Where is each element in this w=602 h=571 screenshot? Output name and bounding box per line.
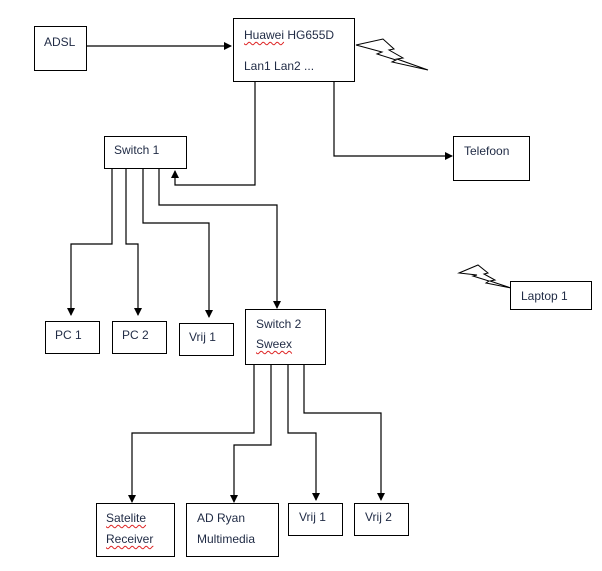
laptop1-label: Laptop 1 bbox=[521, 289, 568, 303]
adryan-label-2: Multimedia bbox=[197, 532, 256, 546]
vrij1-top-label: Vrij 1 bbox=[189, 330, 216, 344]
pc1-label: PC 1 bbox=[55, 328, 82, 342]
router-node: Huawei HG655D Lan1 Lan2 ... bbox=[233, 18, 355, 82]
telefoon-node: Telefoon bbox=[453, 136, 530, 181]
vrij1-bottom-node: Vrij 1 bbox=[288, 503, 343, 536]
vrij1-bottom-label: Vrij 1 bbox=[299, 510, 326, 524]
wire-switch2-vrij1 bbox=[287, 365, 320, 501]
pc2-node: PC 2 bbox=[112, 321, 167, 354]
router-ports: Lan1 Lan2 ... bbox=[244, 59, 315, 73]
laptop1-node: Laptop 1 bbox=[510, 281, 592, 310]
wire-switch1-pc2 bbox=[125, 168, 142, 316]
router-brand: Huawei bbox=[244, 28, 285, 42]
switch2-node: Switch 2 Sweex bbox=[245, 309, 326, 365]
adryan-label-1: AD Ryan bbox=[197, 511, 246, 525]
satelite-node: Satelite Receiver bbox=[96, 503, 175, 557]
wire-switch1-switch2 bbox=[158, 168, 281, 309]
vrij2-label: Vrij 2 bbox=[365, 510, 392, 524]
wireless-lightning-icon bbox=[457, 264, 512, 289]
satelite-label-1: Satelite bbox=[106, 511, 147, 525]
wire-router-telefoon bbox=[333, 81, 453, 160]
wireless-lightning-icon bbox=[355, 38, 429, 71]
telefoon-label: Telefoon bbox=[464, 144, 510, 158]
wire-switch1-pc1 bbox=[67, 168, 113, 316]
pc1-node: PC 1 bbox=[45, 321, 100, 354]
adsl-node: ADSL bbox=[34, 26, 87, 71]
switch1-label: Switch 1 bbox=[114, 143, 160, 157]
wire-switch2-vrij2 bbox=[303, 365, 385, 501]
pc2-label: PC 2 bbox=[122, 328, 149, 342]
vrij2-node: Vrij 2 bbox=[354, 503, 409, 536]
wire-switch2-adryan bbox=[230, 365, 272, 503]
satelite-label-2: Receiver bbox=[106, 532, 154, 546]
wire-switch2-satelite bbox=[128, 365, 255, 503]
switch2-label: Switch 2 bbox=[256, 317, 302, 331]
wire-router-switch1 bbox=[171, 81, 256, 186]
adryan-node: AD Ryan Multimedia bbox=[186, 503, 279, 557]
switch2-brand: Sweex bbox=[256, 337, 293, 351]
router-model: HG655D bbox=[284, 28, 335, 42]
switch1-node: Switch 1 bbox=[104, 136, 187, 169]
adsl-label: ADSL bbox=[44, 35, 76, 49]
router-name: Huawei HG655D bbox=[244, 28, 334, 42]
wire-switch1-vrij1 bbox=[142, 168, 213, 318]
vrij1-top-node: Vrij 1 bbox=[179, 323, 234, 356]
